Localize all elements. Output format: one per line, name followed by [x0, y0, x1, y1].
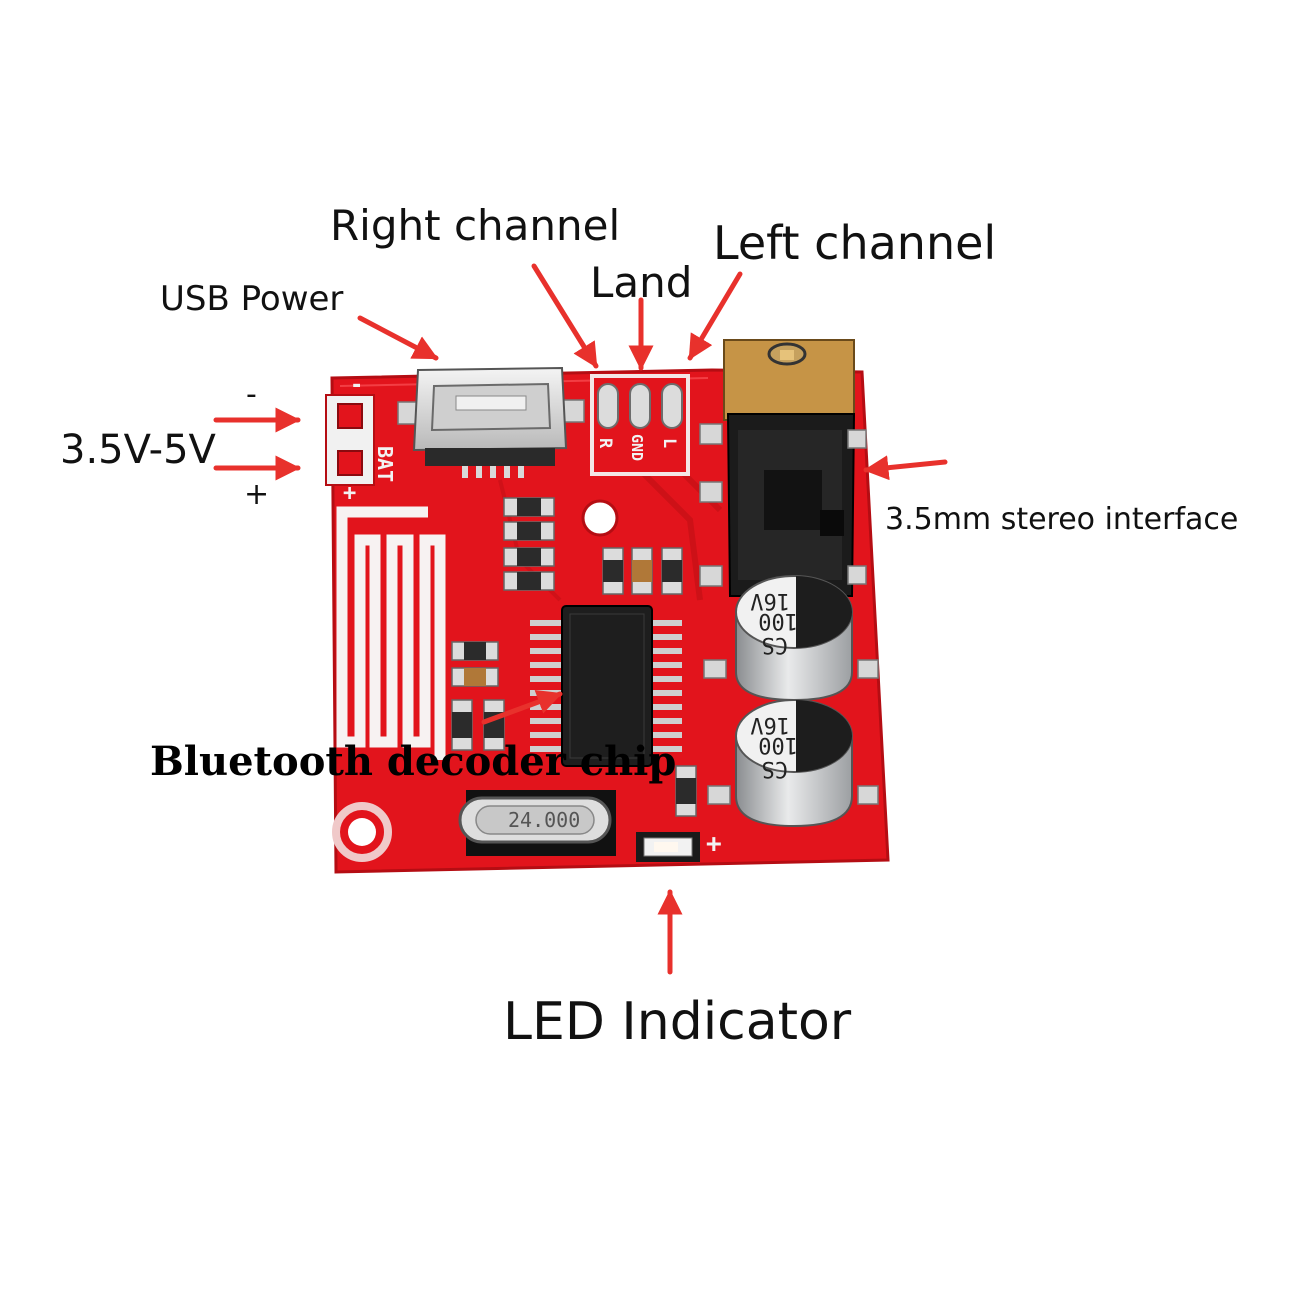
crystal-marking: 24.000 [508, 808, 580, 832]
mount-hole [348, 818, 376, 846]
usb-connector [397, 366, 585, 478]
cap-bottom-series: CS [762, 756, 789, 781]
label-plus: + [244, 477, 270, 512]
arrow-usb-power [357, 315, 439, 361]
cap-top-series: CS [762, 632, 789, 657]
silk-bat-plus: + [343, 481, 356, 506]
label-land: Land [590, 258, 693, 307]
antenna-trace [336, 506, 446, 760]
crystal-oscillator [458, 790, 616, 856]
cap-bottom-value: 100 [758, 732, 798, 757]
arrow-decoder-chip [481, 690, 563, 725]
silk-bat: BAT [373, 446, 397, 482]
cap-bottom-voltage: 16V [750, 712, 790, 737]
label-stereo-interface: 3.5mm stereo interface [885, 502, 1239, 537]
label-voltage: 3.5V-5V [60, 427, 216, 473]
arrow-right-channel [531, 263, 599, 369]
audio-jack [699, 339, 867, 597]
cap-top-value: 100 [758, 608, 798, 633]
battery-pads [325, 394, 375, 486]
label-led-indicator: LED Indicator [503, 992, 852, 1052]
silk-pin-gnd: GND [628, 434, 646, 461]
capacitor-bottom: 16V 100 CS [735, 699, 853, 828]
capacitor-top: 16V 100 CS [735, 575, 853, 702]
label-usb-power: USB Power [160, 279, 344, 319]
label-minus: - [246, 377, 257, 412]
smd-components [451, 497, 879, 817]
arrow-left-channel [687, 271, 743, 361]
cap-top-voltage: 16V [750, 588, 790, 613]
led [636, 832, 700, 862]
mount-hole [581, 499, 619, 537]
arrow-stereo-jack [863, 455, 948, 481]
silk-led-plus: + [706, 829, 722, 859]
audio-output-pins [590, 374, 690, 476]
silk-pin-l: L [659, 438, 679, 448]
label-decoder-chip: Bluetooth decoder chip [150, 738, 677, 785]
silk-bat-minus: - [350, 373, 363, 398]
silk-pin-r: R [595, 438, 615, 449]
label-right-channel: Right channel [330, 201, 621, 250]
label-left-channel: Left channel [713, 216, 997, 270]
